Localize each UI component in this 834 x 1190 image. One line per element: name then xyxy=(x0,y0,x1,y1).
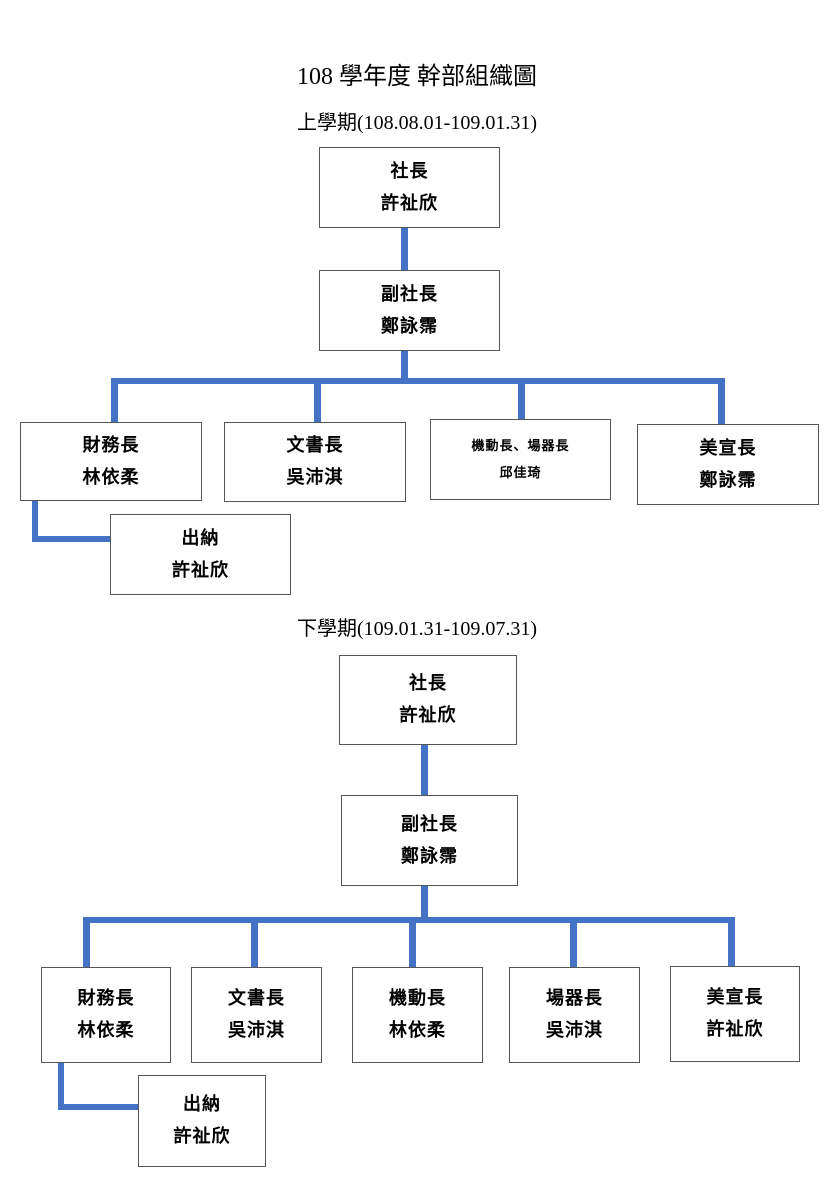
officer-box: 財務長 林依柔 xyxy=(20,422,202,501)
president-box: 社長 許祉欣 xyxy=(319,147,500,228)
person-name: 吳沛淇 xyxy=(228,1020,285,1041)
person-name: 吳沛淇 xyxy=(286,467,344,488)
connector xyxy=(421,745,428,795)
role-label: 社長 xyxy=(390,160,429,182)
person-name: 許祉欣 xyxy=(399,705,457,726)
vice-president-box: 副社長 鄭詠霈 xyxy=(319,270,500,351)
officer-box: 美宣長 許祉欣 xyxy=(670,966,800,1062)
role-label: 機動長、場器長 xyxy=(471,438,570,454)
connector xyxy=(58,1104,140,1110)
connector xyxy=(401,351,408,381)
cashier-box: 出納 許祉欣 xyxy=(138,1075,266,1167)
officer-box: 財務長 林依柔 xyxy=(41,967,171,1063)
connector xyxy=(401,228,408,270)
connector xyxy=(314,378,321,423)
president-box: 社長 許祉欣 xyxy=(339,655,517,745)
connector xyxy=(111,378,725,384)
connector xyxy=(421,886,428,920)
officer-box: 美宣長 鄭詠霈 xyxy=(637,424,819,505)
person-name: 鄭詠霈 xyxy=(381,315,438,337)
role-label: 財務長 xyxy=(82,434,140,456)
semester-2-label: 下學期(109.01.31-109.07.31) xyxy=(297,618,537,640)
role-label: 社長 xyxy=(409,673,447,694)
connector xyxy=(518,378,525,420)
role-label: 副社長 xyxy=(381,283,438,305)
person-name: 林依柔 xyxy=(77,1020,135,1041)
person-name: 許祉欣 xyxy=(173,1126,231,1147)
officer-box: 文書長 吳沛淇 xyxy=(224,422,406,502)
person-name: 許祉欣 xyxy=(172,559,229,581)
connector xyxy=(251,917,258,967)
role-label: 副社長 xyxy=(401,813,458,835)
role-label: 美宣長 xyxy=(699,437,757,459)
semester-1-label: 上學期(108.08.01-109.01.31) xyxy=(297,112,537,134)
person-name: 鄭詠霈 xyxy=(401,845,458,867)
person-name: 鄭詠霈 xyxy=(699,469,757,491)
officer-box: 機動長 林依柔 xyxy=(352,967,483,1063)
role-label: 文書長 xyxy=(286,435,344,456)
connector xyxy=(728,917,735,967)
role-label: 機動長 xyxy=(389,988,446,1009)
role-label: 出納 xyxy=(181,527,220,549)
connector xyxy=(32,500,38,542)
role-label: 美宣長 xyxy=(706,987,764,1008)
connector xyxy=(718,378,725,424)
connector xyxy=(111,378,118,423)
connector xyxy=(409,917,416,967)
connector xyxy=(83,917,90,967)
role-label: 出納 xyxy=(183,1094,221,1115)
person-name: 林依柔 xyxy=(82,466,140,488)
person-name: 許祉欣 xyxy=(381,192,438,214)
role-label: 文書長 xyxy=(228,988,285,1009)
page-title: 108 學年度 幹部組織圖 xyxy=(297,64,537,90)
officer-box: 場器長 吳沛淇 xyxy=(509,967,640,1063)
person-name: 林依柔 xyxy=(389,1020,446,1041)
person-name: 吳沛淇 xyxy=(546,1020,603,1041)
person-name: 許祉欣 xyxy=(706,1019,764,1040)
role-label: 財務長 xyxy=(77,988,135,1009)
person-name: 邱佳琦 xyxy=(499,465,542,481)
connector xyxy=(570,917,577,967)
vice-president-box: 副社長 鄭詠霈 xyxy=(341,795,518,886)
officer-box: 文書長 吳沛淇 xyxy=(191,967,322,1063)
connector xyxy=(58,1062,64,1110)
officer-box: 機動長、場器長 邱佳琦 xyxy=(430,419,611,500)
connector xyxy=(32,536,112,542)
role-label: 場器長 xyxy=(546,988,603,1009)
cashier-box: 出納 許祉欣 xyxy=(110,514,291,595)
